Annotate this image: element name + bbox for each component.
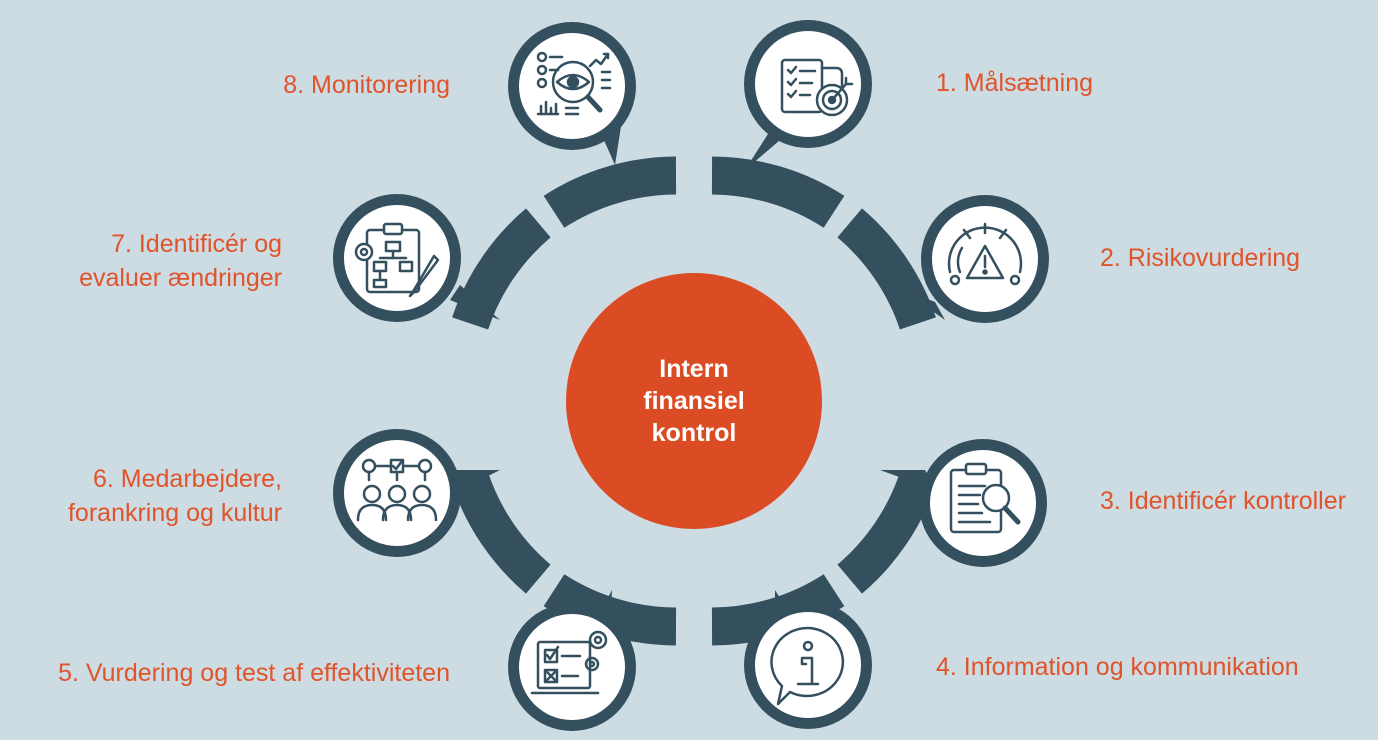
step-7-text-1: 7. Identificér og (111, 230, 282, 258)
step-4-label: 4. Information og kommunikation (936, 650, 1299, 684)
risk-gauge-icon (947, 222, 1023, 286)
ring-segments (452, 156, 936, 646)
team-gears-icon (356, 458, 438, 522)
monitoring-eye-icon (536, 51, 612, 116)
step-3-text: 3. Identificér kontroller (1100, 487, 1346, 515)
info-speech-icon (770, 626, 845, 706)
step-8-text: 8. Monitorering (283, 71, 450, 99)
step-2-label: 2. Risikovurdering (1100, 241, 1300, 275)
step-4-text: 4. Information og kommunikation (936, 653, 1299, 681)
step-5-label: 5. Vurdering og test af effektiviteten (58, 656, 450, 690)
ring-segment-7 (452, 208, 551, 330)
ring-segment-2 (837, 208, 936, 330)
step-6-text-2: forankring og kultur (67, 499, 282, 527)
step-8-label: 8. Monitorering (283, 68, 450, 102)
ring-segment-8 (543, 156, 677, 228)
step-1-text: 1. Målsætning (936, 69, 1094, 97)
center-circle (566, 273, 822, 529)
flowchart-clipboard-icon (354, 222, 440, 298)
ring-segment-6 (452, 472, 551, 594)
step-1-label: 1. Målsætning (936, 66, 1093, 100)
step-3-label: 3. Identificér kontroller (1100, 484, 1346, 518)
target-checklist-icon (780, 58, 854, 117)
test-checklist-gears-icon (530, 630, 608, 695)
step-6-label: 6. Medarbejdere, forankring og kultur (68, 462, 282, 530)
ring-segment-1 (711, 156, 845, 228)
step-2-text: 2. Risikovurdering (1100, 244, 1301, 272)
clipboard-search-icon (949, 462, 1021, 534)
step-6-text-1: 6. Medarbejdere, (92, 465, 282, 493)
step-7-text-2: evaluer ændringer (79, 264, 282, 292)
center-title-line-3: kontrol (651, 419, 737, 447)
center-title-line-2: finansiel (643, 387, 745, 415)
step-5-text: 5. Vurdering og test af effektiviteten (58, 659, 450, 687)
center-title: Intern finansiel kontrol (566, 273, 822, 529)
ring-segment-3 (837, 472, 936, 594)
pin-8 (508, 22, 636, 165)
ring-segment-5 (543, 574, 677, 646)
step-7-label: 7. Identificér og evaluer ændringer (79, 227, 282, 295)
center-title-line-1: Intern (659, 355, 729, 383)
pin-2 (900, 195, 1049, 323)
